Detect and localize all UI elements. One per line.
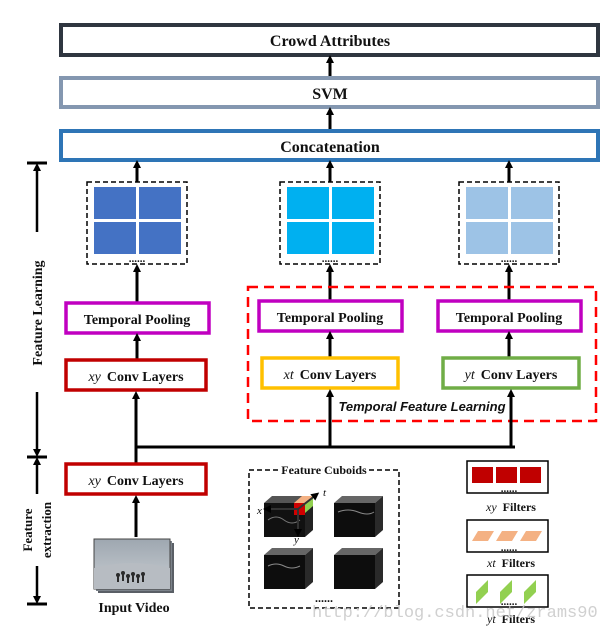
- feature-extraction-label-1: Feature: [20, 508, 35, 551]
- temporal-pooling-xt-label: Temporal Pooling: [277, 311, 383, 326]
- temporal-pooling-xt-box: [257, 299, 404, 333]
- temporal-pooling-xy-label: Temporal Pooling: [84, 313, 190, 328]
- feature-map-xt-ellipsis: ......: [322, 253, 339, 265]
- concatenation-label: Concatenation: [280, 139, 380, 156]
- extraction-xy-conv-layers-box: [64, 462, 208, 496]
- feature-learning-span: [27, 161, 47, 459]
- temporal-pooling-yt-label: Temporal Pooling: [456, 311, 562, 326]
- watermark: http://blog.csdn.net/zrams90: [312, 604, 598, 623]
- feature-cuboids-title: Feature Cuboids: [281, 463, 367, 477]
- input-video-thumbnail: [93, 538, 174, 593]
- cuboid-2: [334, 496, 383, 537]
- feature-map-yt: ......: [458, 181, 560, 265]
- svm-label: SVM: [312, 86, 348, 103]
- feature-map-xy: ......: [86, 181, 188, 265]
- feature-learning-label: Feature Learning: [31, 260, 46, 365]
- xt-conv-layers-box: [260, 356, 400, 390]
- input-video-label: Input Video: [98, 601, 169, 616]
- feature-map-xy-ellipsis: ......: [129, 253, 146, 265]
- cuboids-ellipsis: ......: [315, 591, 333, 605]
- xt-filters-ellipsis: ......: [501, 542, 518, 554]
- yt-filters-box: [466, 574, 549, 608]
- yt-filters-ellipsis: ......: [501, 596, 518, 608]
- xt-filters-box: [466, 519, 549, 553]
- temporal-feature-learning-box: [246, 285, 598, 423]
- feature-map-xt: ......: [279, 181, 381, 265]
- feature-extraction-label-2: extraction: [39, 501, 54, 558]
- temporal-feature-learning-label: Temporal Feature Learning: [338, 399, 505, 414]
- xy-conv-layers-box: [64, 358, 208, 392]
- xy-filters-ellipsis: ......: [501, 483, 518, 495]
- axis-x-label: x: [256, 505, 262, 517]
- axis-t-label: t: [323, 487, 327, 499]
- cuboid-3: [264, 548, 313, 589]
- feature-extraction-span: [27, 457, 47, 606]
- cuboid-axes: [263, 492, 320, 537]
- crowd-attributes-label: Crowd Attributes: [270, 33, 390, 50]
- xy-filters-box: [466, 460, 549, 494]
- cuboid-4: [334, 548, 383, 589]
- yt-conv-layers-box: [441, 356, 581, 390]
- feature-map-yt-ellipsis: ......: [501, 253, 518, 265]
- axis-y-label: y: [293, 534, 299, 546]
